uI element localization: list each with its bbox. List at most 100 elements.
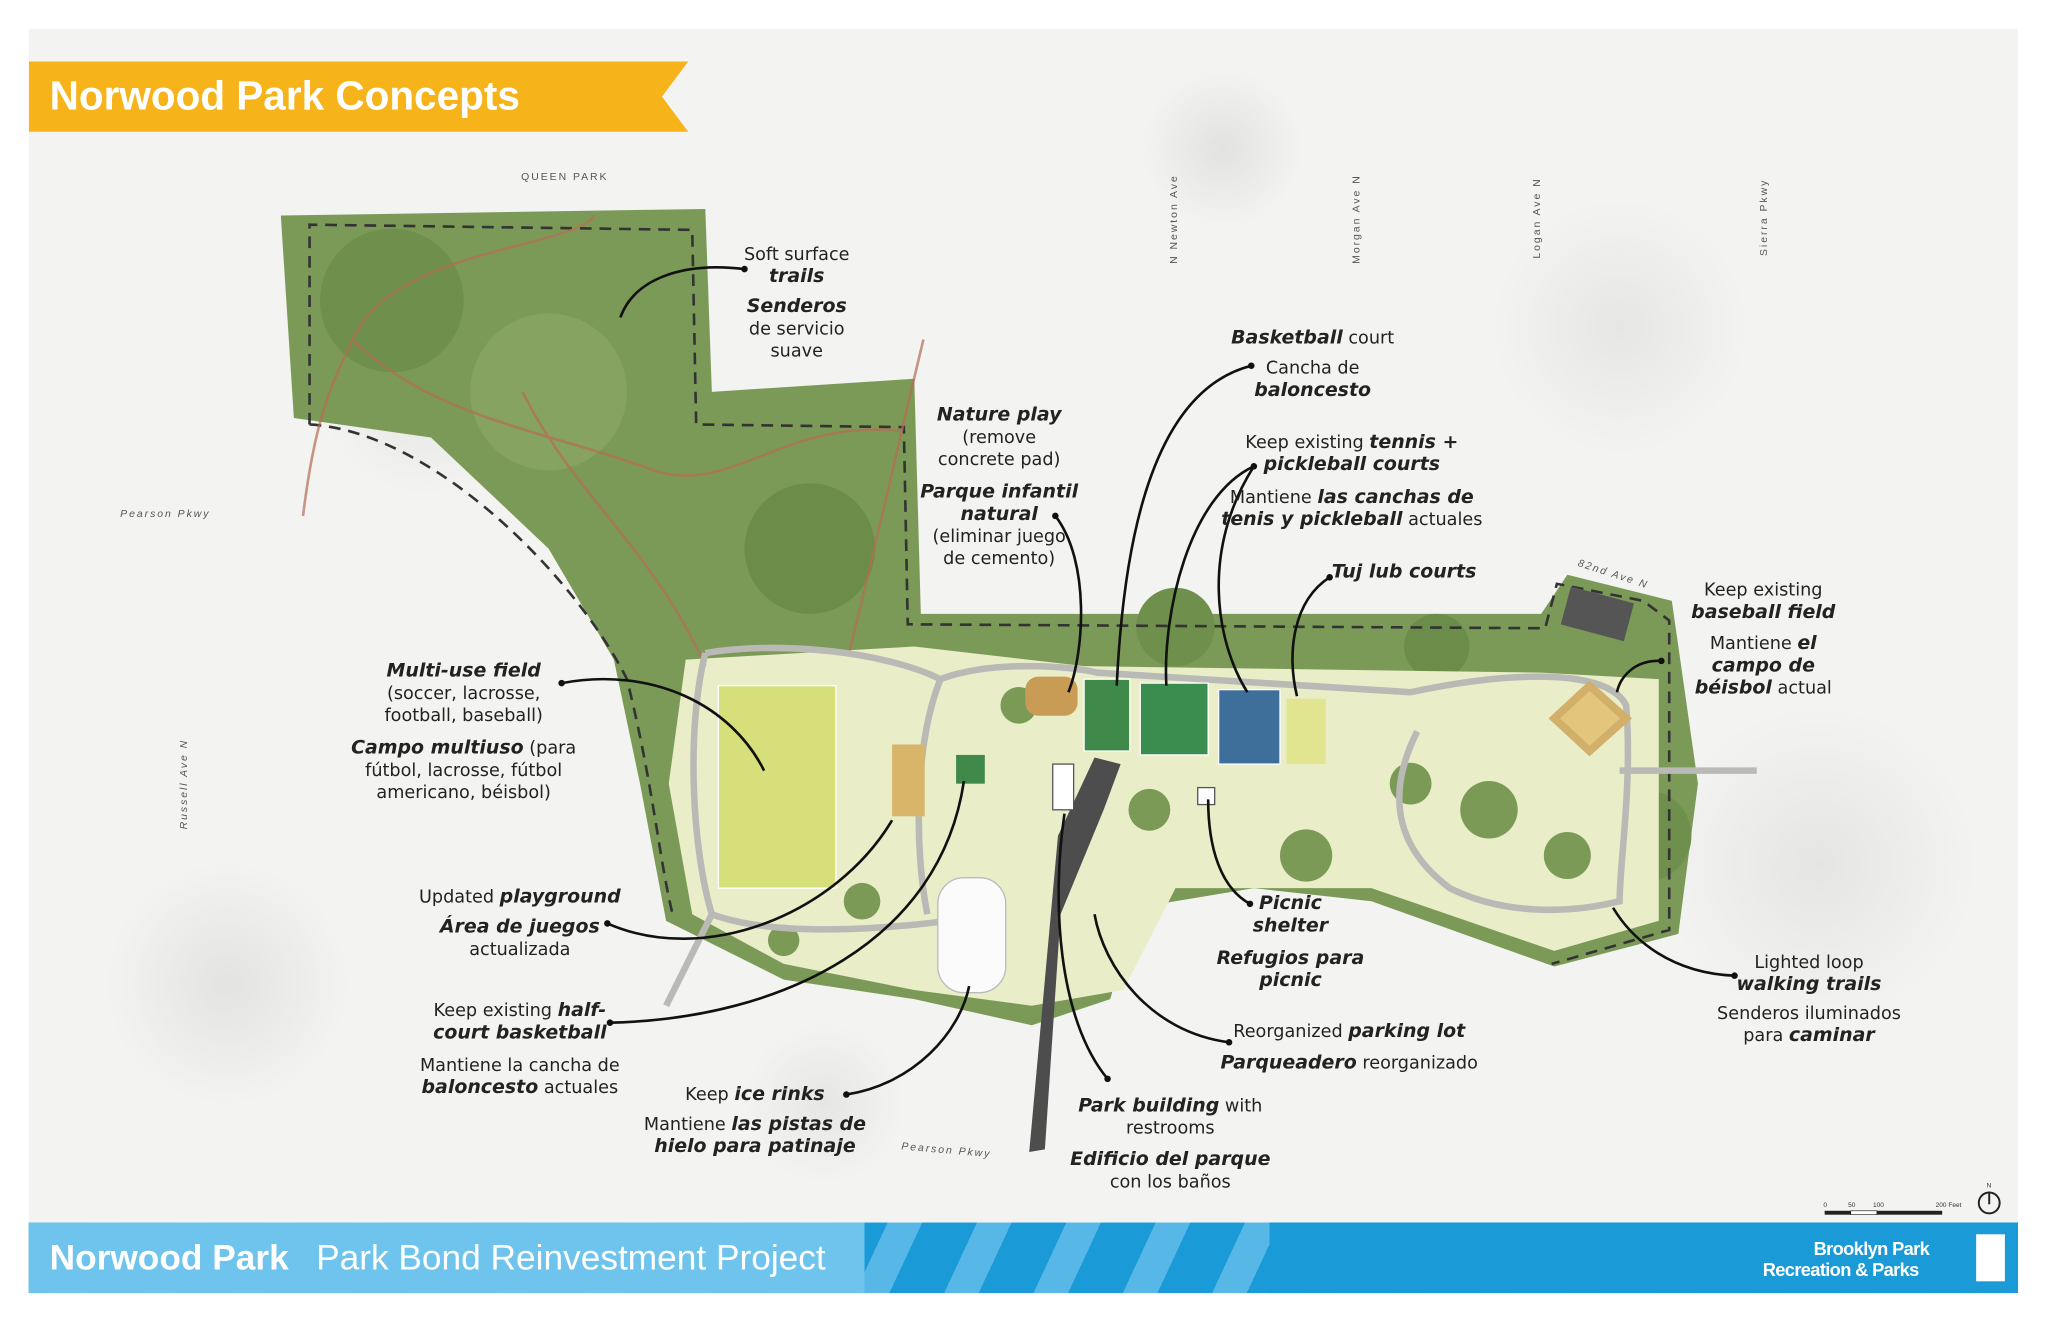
- nature-play-area: [1025, 676, 1078, 716]
- street-label-morgan: Morgan Ave N: [1350, 174, 1363, 264]
- footer-band: Norwood Park Park Bond Reinvestment Proj…: [28, 1222, 2018, 1294]
- callout-tennis-en: Keep existing tennis +pickleball courts: [1245, 432, 1458, 476]
- callout-text: (remove: [962, 427, 1037, 448]
- callout-text-bold: shelter: [1252, 915, 1329, 937]
- park-boundary-west: [309, 423, 674, 915]
- callout-dots: [558, 265, 1738, 1098]
- callout-line: Nature play: [937, 405, 1062, 427]
- callout-text: Cancha de: [1265, 357, 1360, 379]
- callout-text-bold: Tuj lub courts: [1331, 561, 1477, 583]
- callout-tujlub: Tuj lub courts: [1332, 562, 1477, 584]
- street-label-logan: Logan Ave N: [1530, 177, 1543, 259]
- callout-playground-en: Updated playground: [419, 887, 621, 909]
- street-label-pearson-west: Pearson Pkwy: [120, 508, 211, 520]
- street-label-newton: N Newton Ave: [1167, 174, 1180, 264]
- picnic-shelter: [1197, 786, 1216, 806]
- callout-line: Cancha de: [1254, 358, 1371, 380]
- callout-text-bold: court basketball: [433, 1022, 607, 1044]
- street-label-russell: Russell Ave N: [177, 738, 190, 830]
- callout-line: Área de juegos: [440, 917, 600, 939]
- callout-line: baloncesto: [1254, 380, 1371, 402]
- callout-text: actuales: [1402, 509, 1483, 531]
- callout-line: tenis y pickleball actuales: [1221, 509, 1482, 531]
- callout-line: campo de: [1695, 656, 1832, 678]
- callout-line: football, baseball): [384, 705, 542, 727]
- callout-line: pickleball courts: [1245, 455, 1458, 477]
- callout-line: Refugios para: [1217, 948, 1365, 970]
- callout-text: fútbol, lacrosse, fútbol: [365, 760, 563, 782]
- callout-line: Reorganized parking lot: [1233, 1021, 1465, 1043]
- callout-text-bold: ice rinks: [734, 1084, 825, 1105]
- callout-line: Picnic: [1253, 893, 1328, 915]
- callout-text-bold: hielo para patinaje: [654, 1136, 856, 1158]
- callout-text: de servicio: [748, 318, 845, 340]
- callout-line: Tuj lub courts: [1332, 562, 1477, 584]
- callout-arrows: [561, 266, 1735, 1096]
- callout-line: Basketball court: [1231, 328, 1394, 350]
- callout-text-bold: baseball field: [1691, 602, 1836, 624]
- north-label: N: [1986, 1182, 1992, 1190]
- street-label-sierra: Sierra Pkwy: [1758, 178, 1770, 256]
- callout-text-bold: baloncesto: [421, 1077, 539, 1099]
- callout-line: Keep existing half-: [433, 1000, 607, 1022]
- callout-text-bold: tennis +: [1369, 432, 1459, 454]
- callout-text-bold: playground: [499, 886, 621, 908]
- callout-line: Updated playground: [419, 887, 621, 909]
- callout-text-bold: Parque infantil: [920, 481, 1079, 503]
- callout-text-bold: Basketball: [1231, 327, 1343, 349]
- callout-text: de cemento): [943, 548, 1056, 570]
- callout-line: Keep existing tennis +: [1245, 432, 1458, 454]
- callout-text-bold: Park building: [1078, 1095, 1220, 1117]
- callout-line: Multi-use field: [384, 661, 542, 683]
- callout-text-bold: trails: [769, 266, 825, 288]
- callout-text-bold: las pistas de: [731, 1114, 866, 1136]
- callout-text-bold: Picnic: [1259, 893, 1322, 915]
- callout-line: Edificio del parque: [1070, 1149, 1270, 1171]
- callout-text-bold: Senderos: [746, 296, 847, 318]
- callout-line: hielo para patinaje: [644, 1136, 866, 1158]
- callout-line: (soccer, lacrosse,: [384, 683, 542, 705]
- playground: [892, 744, 925, 817]
- callout-ice-en: Keep ice rinks: [685, 1084, 825, 1106]
- callout-text-bold: las canchas de: [1317, 487, 1474, 509]
- logo-line-2: Recreation & Parks: [1762, 1259, 1920, 1280]
- callout-line: Mantiene la cancha de: [420, 1055, 620, 1077]
- callout-text-bold: el: [1797, 633, 1817, 655]
- callout-line: picnic: [1217, 970, 1365, 992]
- callout-text: suave: [770, 340, 823, 362]
- callout-text-bold: Área de juegos: [439, 916, 600, 938]
- callout-text: actuales: [538, 1077, 619, 1099]
- callout-line: (eliminar juego: [920, 526, 1078, 548]
- callout-text-bold: caminar: [1788, 1025, 1875, 1047]
- callout-line: Parqueadero reorganizado: [1221, 1053, 1478, 1075]
- callout-line: shelter: [1253, 916, 1328, 938]
- callout-line: Parque infantil: [920, 482, 1078, 504]
- callout-text-bold: Refugios para: [1216, 948, 1365, 970]
- callout-line: trails: [744, 266, 850, 288]
- callout-line: natural: [920, 504, 1078, 526]
- callout-text: Keep existing: [433, 1000, 558, 1022]
- callout-basketball-en: Basketball court: [1231, 328, 1394, 350]
- callout-text-bold: tenis y pickleball: [1221, 509, 1403, 531]
- footer-project-title: Park Bond Reinvestment Project: [316, 1238, 826, 1278]
- callout-text-bold: campo de: [1711, 655, 1815, 677]
- callout-text-bold: Edificio del parque: [1070, 1149, 1271, 1171]
- callout-line: baseball field: [1691, 602, 1835, 624]
- callout-text: Mantiene la cancha de: [419, 1055, 620, 1077]
- half-court-basketball: [956, 754, 985, 784]
- footer-solid: [1269, 1222, 2018, 1294]
- callout-text: Keep: [685, 1084, 735, 1105]
- pickleball-courts: [1217, 688, 1281, 765]
- callout-line: Campo multiuso (para: [351, 738, 576, 760]
- callout-line: Soft surface: [744, 244, 850, 266]
- scale-tick-0: 0: [1823, 1201, 1827, 1210]
